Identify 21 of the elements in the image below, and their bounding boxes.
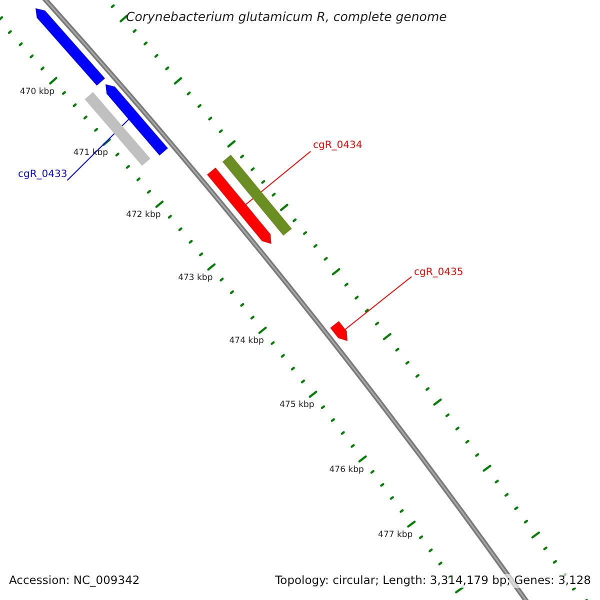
gene-arrow	[330, 321, 348, 341]
gene-label: cgR_0433	[18, 169, 68, 181]
footer-text: Accession: NC_009342	[9, 574, 140, 588]
scale-label: 476 kbp	[329, 464, 364, 475]
gene-arrow	[36, 8, 105, 86]
scale-label: 477 kbp	[378, 530, 413, 540]
leader-line	[66, 118, 130, 181]
footer-text: Topology: circular; Length: 3,314,179 bp; Genes: 3,128	[275, 574, 591, 588]
scale-label: 472 kbp	[126, 210, 161, 220]
scale-label: 473 kbp	[178, 272, 213, 284]
scale-label: 474 kbp	[229, 336, 264, 346]
gene-arrow	[207, 168, 272, 244]
leader-line	[344, 276, 412, 330]
gene-arrow	[106, 84, 168, 156]
scale-label: 470 kbp	[20, 86, 55, 97]
chart-title: Corynebacterium glutamicum R, complete genome	[126, 9, 447, 24]
scale-label: 475 kbp	[280, 400, 314, 410]
gene-label: cgR_0434	[313, 140, 362, 152]
leader-line	[245, 150, 312, 206]
gene-label: cgR_0435	[414, 267, 464, 279]
gene-bar	[222, 154, 292, 236]
